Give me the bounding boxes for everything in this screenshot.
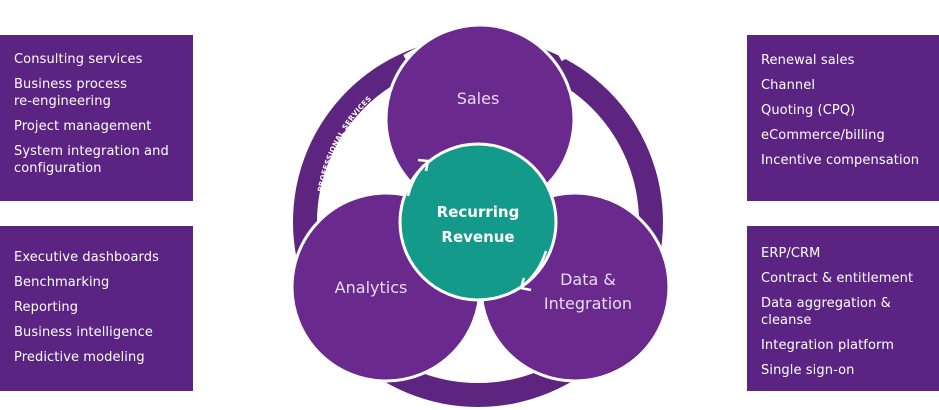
services-list-item-text: Project management — [14, 119, 152, 134]
analytics-list-item-text: Executive dashboards — [14, 250, 159, 265]
center-label-line1: Recurring — [437, 203, 520, 221]
sales-list-item-text: Incentive compensation — [761, 153, 920, 168]
cycle-arrow-lower-head — [519, 277, 532, 292]
integration-list-item-text: cleanse — [761, 313, 812, 328]
services-list-item: Project management — [14, 118, 193, 135]
recurring-revenue-circle — [398, 142, 558, 302]
integration-list-item: ERP/CRM — [761, 245, 939, 262]
sales-list-item-text: Channel — [761, 78, 816, 93]
integration-list-item-text: Single sign-on — [761, 363, 855, 378]
analytics-label: Analytics — [335, 278, 408, 297]
analytics-list-item: Predictive modeling — [14, 349, 193, 366]
cycle-arrow-upper — [406, 164, 425, 197]
data-integration-label-line2: Integration — [544, 294, 632, 313]
integration-list-item-text: ERP/CRM — [761, 246, 821, 261]
sales-list-item-text: Quoting (CPQ) — [761, 103, 856, 118]
services-list-item-text: Consulting services — [14, 52, 143, 67]
integration-list-item: Single sign-on — [761, 362, 939, 379]
integration-list-item-text: Contract & entitlement — [761, 271, 914, 286]
integration-list-item: Contract & entitlement — [761, 270, 939, 287]
sales-list-item-text: Renewal sales — [761, 53, 855, 68]
sales-list-item: Incentive compensation — [761, 152, 939, 169]
sales-list-item-text: eCommerce/billing — [761, 128, 885, 143]
sales-list-item: eCommerce/billing — [761, 127, 939, 144]
analytics-list-item: Benchmarking — [14, 274, 193, 291]
ring-gap-right — [558, 32, 602, 62]
analytics-list-item: Executive dashboards — [14, 249, 193, 266]
services-list-item-text: configuration — [14, 161, 102, 176]
integration-list-item: Integration platform — [761, 337, 939, 354]
integration-list-item-text: Integration platform — [761, 338, 895, 353]
analytics-list-item: Business intelligence — [14, 324, 193, 341]
center-label-line2: Revenue — [441, 228, 514, 246]
analytics-list-item: Reporting — [14, 299, 193, 316]
data-integration-label-line1: Data & — [560, 270, 616, 289]
services-list-item: Business process re-engineering — [14, 76, 193, 110]
cycle-arrow-upper-head — [417, 158, 430, 172]
analytics-list-item-text: Reporting — [14, 300, 79, 315]
analytics-list-item-text: Business intelligence — [14, 325, 153, 340]
integration-list-item-text: Data aggregation & — [761, 296, 891, 311]
sales-list-item: Quoting (CPQ) — [761, 102, 939, 119]
services-list-item-text: re-engineering — [14, 94, 111, 109]
services-list-item: Consulting services — [14, 51, 193, 68]
integration-list-item: Data aggregation & cleanse — [761, 295, 939, 329]
services-list-item-text: Business process — [14, 77, 128, 92]
analytics-list-item-text: Benchmarking — [14, 275, 110, 290]
sales-label: Sales — [457, 89, 500, 108]
sales-list-item: Channel — [761, 77, 939, 94]
services-list-item-text: System integration and — [14, 144, 169, 159]
services-list-item: System integration and configuration — [14, 143, 193, 177]
sales-list-item: Renewal sales — [761, 52, 939, 69]
cycle-arrow-lower — [524, 250, 548, 285]
analytics-list-item-text: Predictive modeling — [14, 350, 145, 365]
